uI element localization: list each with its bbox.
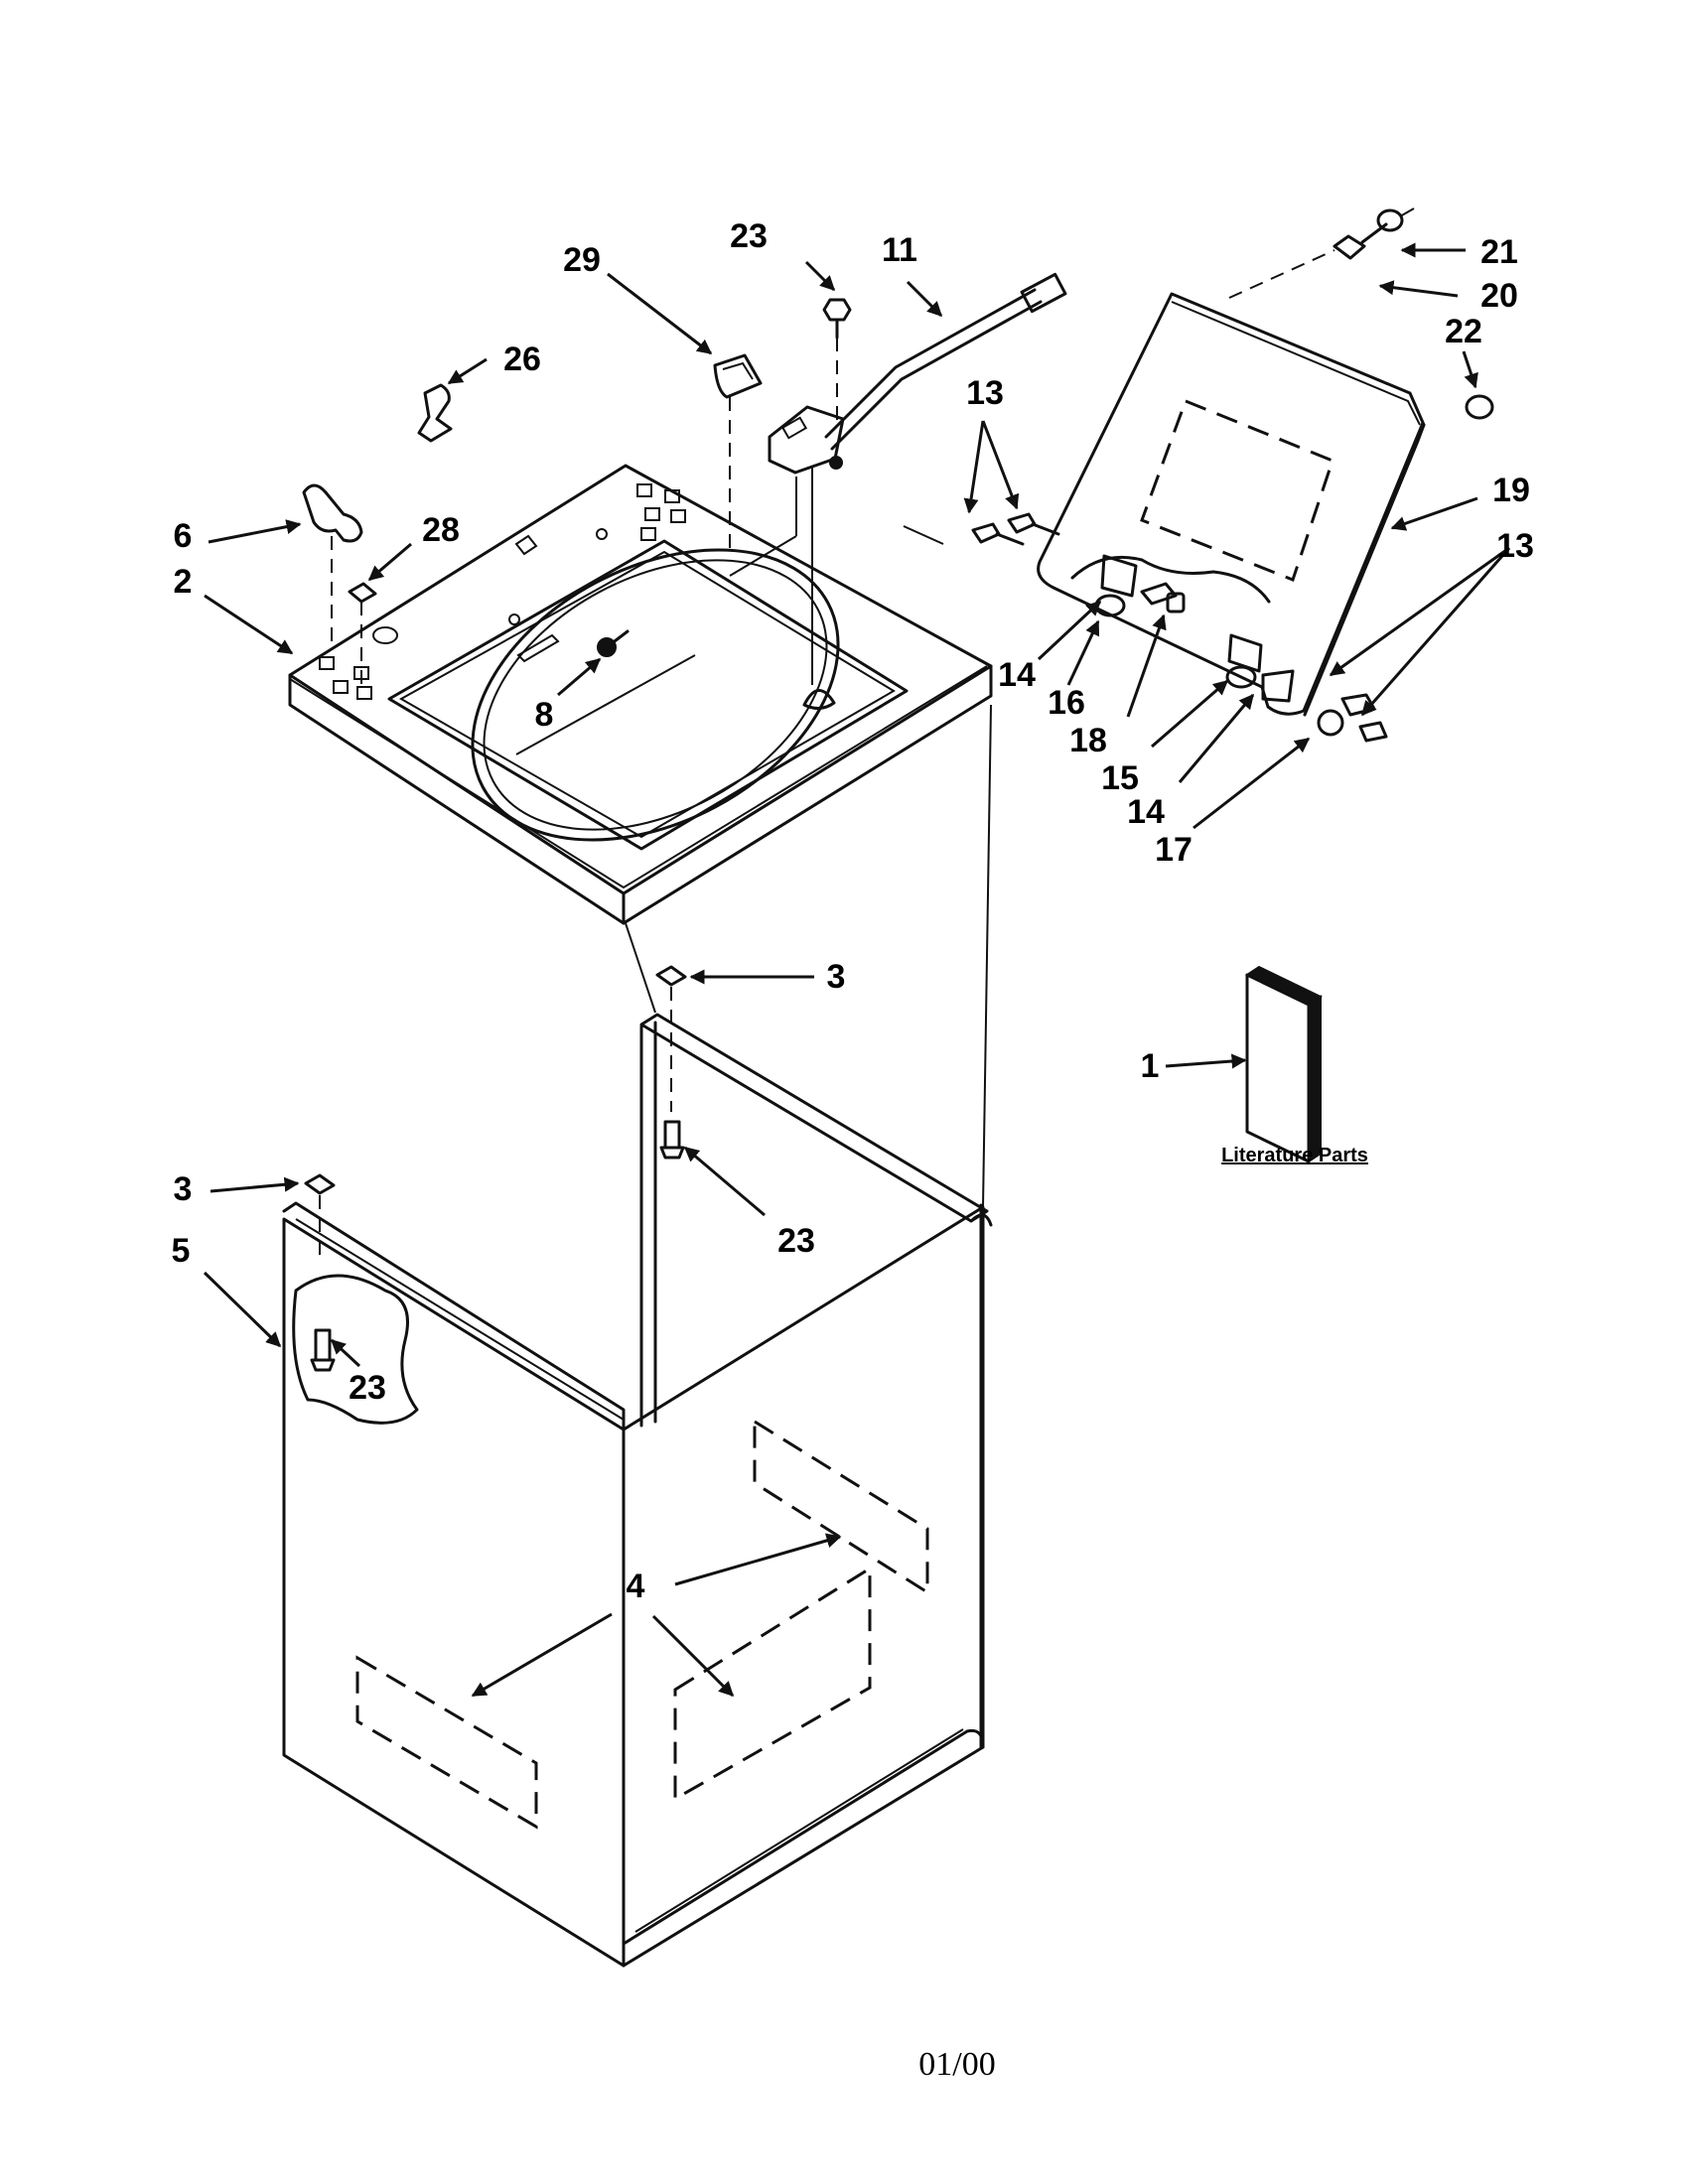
part-26-clip <box>417 383 453 443</box>
part-4-pads <box>355 1419 929 1830</box>
callout-29: 29 <box>563 241 601 279</box>
callout-3: 3 <box>827 958 846 996</box>
part-29-lid-switch-actuator <box>713 353 763 399</box>
part-1-literature <box>1244 965 1324 1163</box>
callout-3: 3 <box>174 1170 193 1208</box>
part-13-screws-upper <box>971 512 1060 546</box>
cabinet <box>282 704 993 1968</box>
footer-date-code: 01/00 <box>918 2046 995 2083</box>
callout-23: 23 <box>349 1369 386 1407</box>
callout-19: 19 <box>1492 472 1530 509</box>
callout-18: 18 <box>1069 722 1107 759</box>
part-28-retainer <box>348 582 377 685</box>
assembly-lines <box>515 338 944 755</box>
callout-2: 2 <box>174 563 193 601</box>
part-3-clip-front <box>304 1173 336 1263</box>
part-8-screw <box>597 629 630 657</box>
part-6-bracket <box>302 483 363 649</box>
callout-17: 17 <box>1155 831 1193 869</box>
part-23-screw-top <box>822 298 852 340</box>
callout-23: 23 <box>777 1222 815 1260</box>
callout-5: 5 <box>172 1232 191 1270</box>
callout-11: 11 <box>882 231 917 269</box>
callout-4: 4 <box>627 1568 645 1605</box>
leader-lines <box>203 242 1511 1698</box>
literature-parts-label: Literature Parts <box>1221 1145 1368 1166</box>
callout-22: 22 <box>1445 313 1482 350</box>
callout-15: 15 <box>1101 759 1139 797</box>
callout-13: 13 <box>966 374 1004 412</box>
breakout-window <box>292 1274 419 1425</box>
lid-assembly <box>1037 292 1426 743</box>
part-23-screw-front <box>310 1328 336 1372</box>
callout-14: 14 <box>1127 793 1165 831</box>
callout-28: 28 <box>422 511 460 549</box>
callout-20: 20 <box>1480 277 1518 315</box>
callout-1: 1 <box>1141 1047 1160 1085</box>
callout-14: 14 <box>998 656 1036 694</box>
callout-26: 26 <box>503 341 541 378</box>
part-23-screw-rear <box>659 1120 685 1160</box>
part-11-lid-switch-harness <box>768 272 1067 475</box>
top-panel <box>288 464 993 925</box>
callout-6: 6 <box>174 517 193 555</box>
part-20-21-22-lid-hardware <box>1228 207 1494 420</box>
callout-23: 23 <box>730 217 768 255</box>
callout-labels: 29 23 11 21 20 22 26 13 19 13 6 28 2 8 1… <box>172 217 1534 1605</box>
callout-21: 21 <box>1480 233 1518 271</box>
callout-16: 16 <box>1048 684 1085 722</box>
callout-13: 13 <box>1496 527 1534 565</box>
callout-8: 8 <box>535 696 554 734</box>
part-3-clip-rear <box>655 965 687 1112</box>
